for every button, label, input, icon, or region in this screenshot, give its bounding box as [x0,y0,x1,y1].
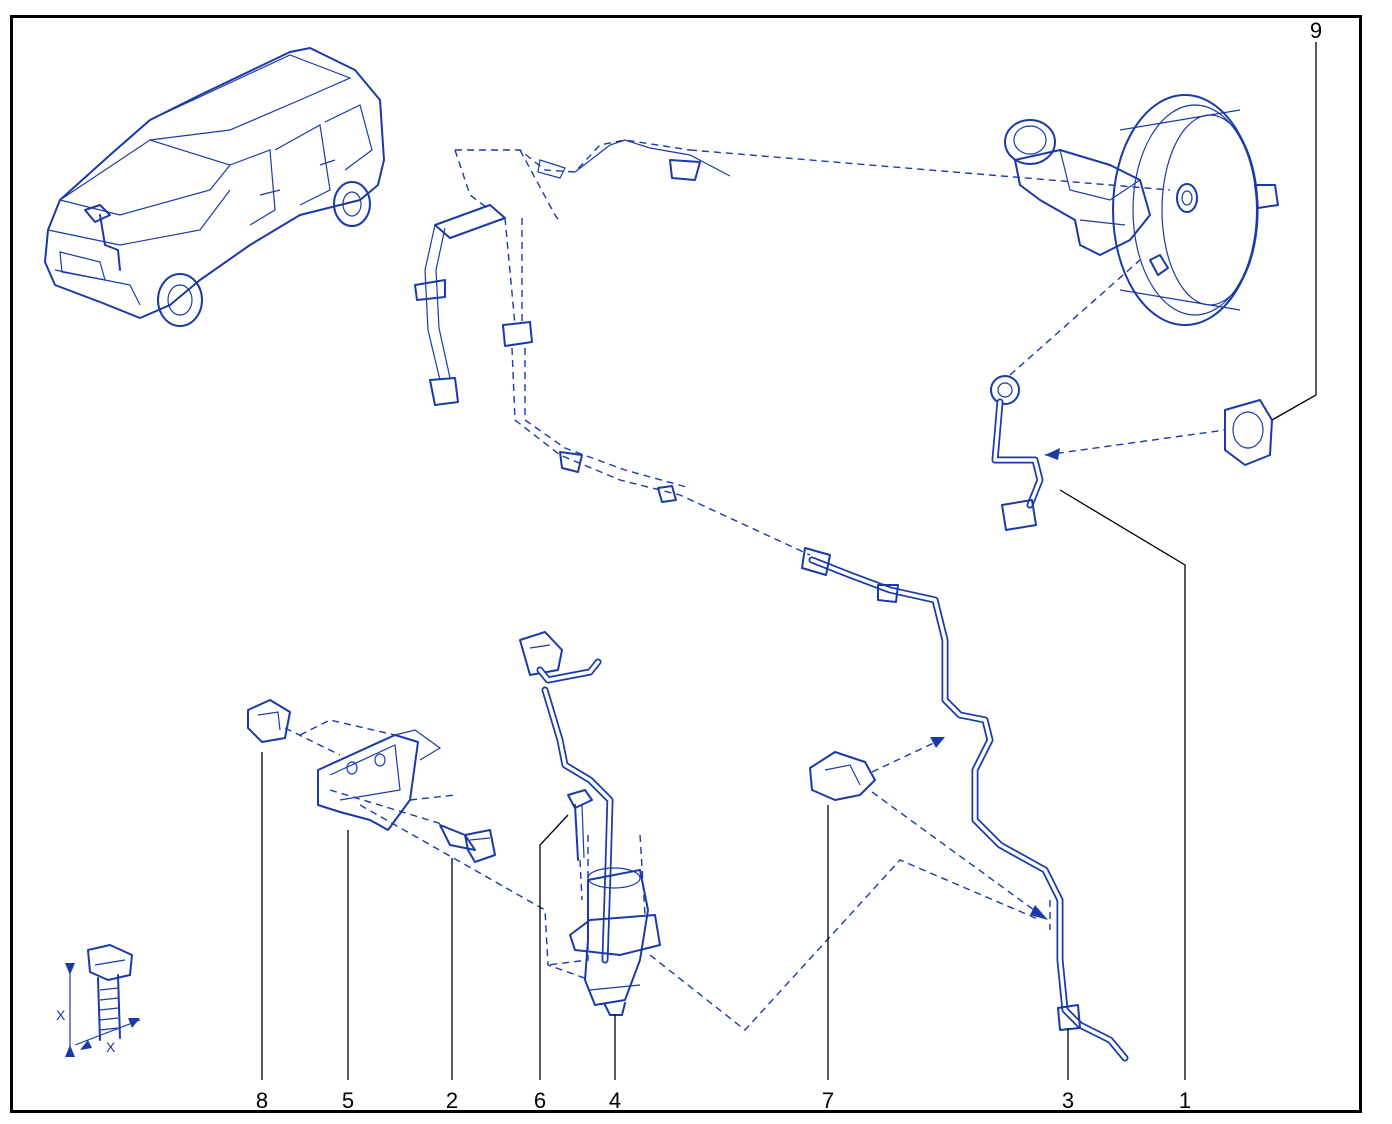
callout-5: 5 [341,1088,355,1113]
callout-7: 7 [821,1088,835,1113]
part-9-grommet [1224,399,1273,466]
torque-bolt-symbol [65,944,141,1057]
callout-9: 9 [1309,18,1323,43]
part-4-vacuum-pump [519,631,1041,1031]
part-5-bracket [317,729,442,831]
callout-3: 3 [1061,1088,1075,1113]
callout-8: 8 [255,1088,269,1113]
part-7-clip [809,737,1048,920]
dimension-label-diagonal: X [106,1039,116,1055]
callout-6: 6 [533,1088,547,1113]
vehicle-outline [44,47,385,327]
brake-booster-assembly [1004,94,1279,326]
part-2-bolt [439,824,496,863]
callout-2: 2 [445,1088,459,1113]
diagram-frame [10,15,1362,1113]
vacuum-hose-upper [414,139,1171,556]
part-8-clip [247,699,291,743]
callout-1: 1 [1178,1088,1192,1113]
assembly-lines-left [284,719,591,981]
part-1-hose [990,259,1226,531]
callout-4: 4 [608,1088,622,1113]
leader-lines [261,42,1317,1080]
vacuum-pipe-main [801,547,1129,1062]
part-6-screw [567,789,593,901]
dimension-label-vertical: X [56,1007,66,1023]
